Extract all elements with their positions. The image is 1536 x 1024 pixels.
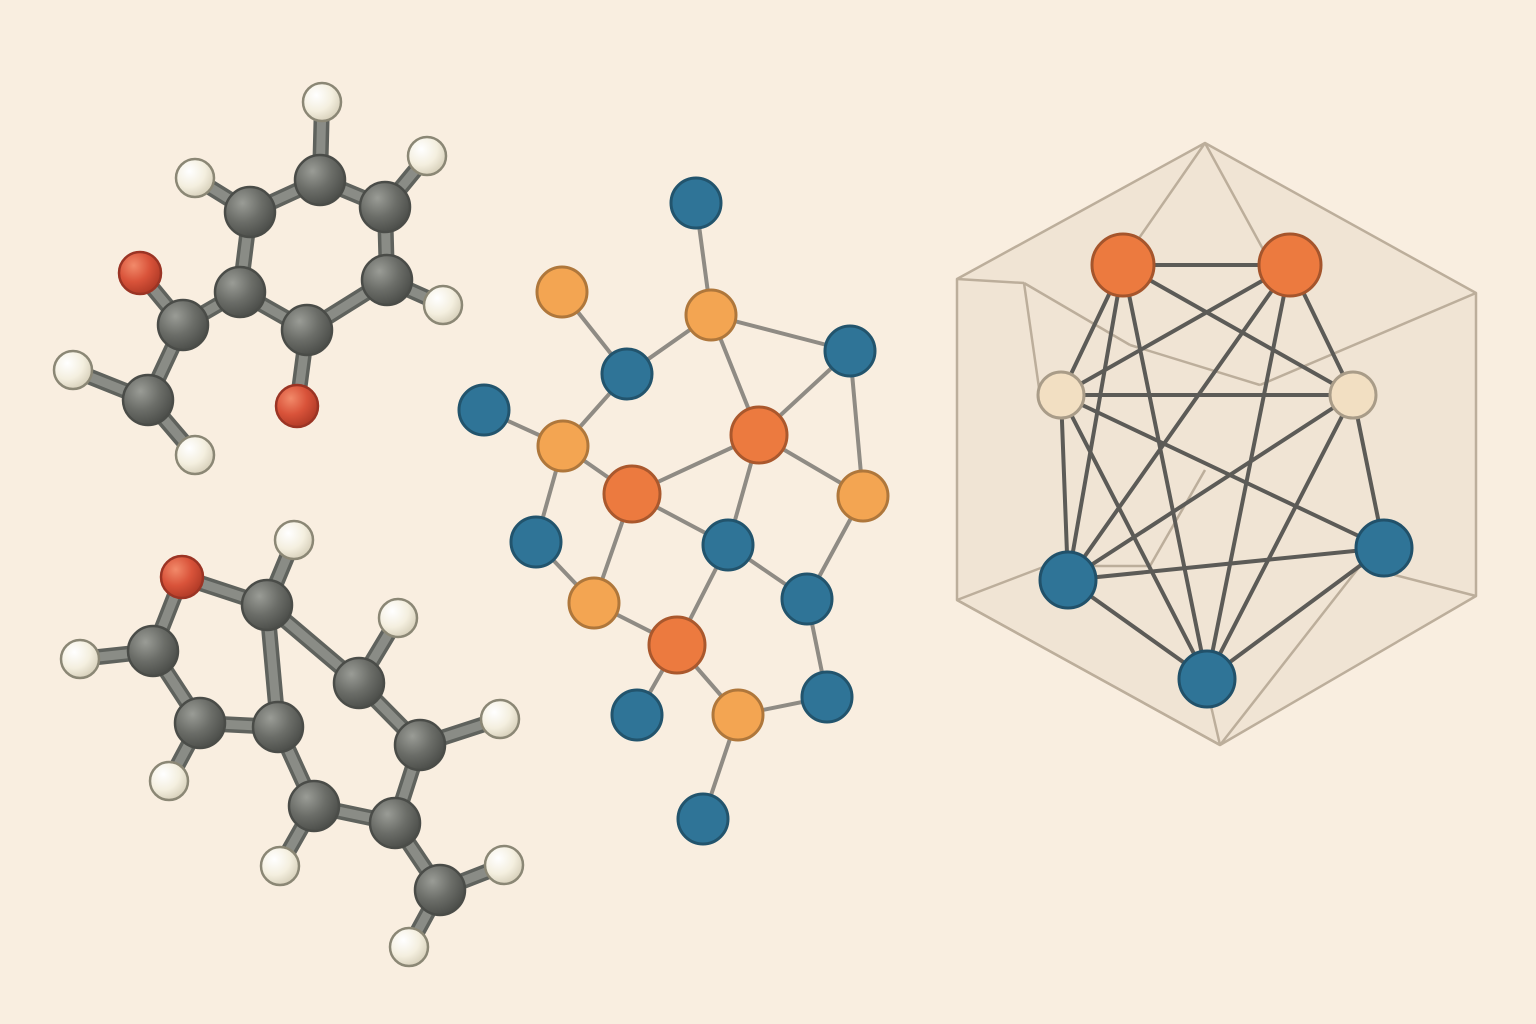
molecules-left [52, 81, 525, 968]
atom-C [332, 656, 386, 710]
atom-H [148, 760, 190, 802]
atom-H [174, 157, 216, 199]
polyhedron-link [1066, 546, 1386, 582]
atom-O [274, 383, 320, 429]
network-node-blue [610, 688, 664, 742]
polyhedron-link [1059, 393, 1386, 550]
atom-H [259, 845, 301, 887]
atom-C [280, 303, 334, 357]
molecule-bottom-left [59, 519, 525, 968]
polyhedron-inner-edge [956, 277, 1025, 285]
atom-H [406, 135, 448, 177]
network-node-orange [729, 405, 789, 465]
atom-H [388, 926, 430, 968]
network-node-light_orange [567, 576, 621, 630]
polyhedron-inner-edge [956, 598, 1221, 747]
atom-H [422, 284, 464, 326]
polyhedron-link [1066, 263, 1125, 582]
polyhedron-inner-edge [1022, 282, 1042, 396]
polyhedron-right [955, 141, 1478, 747]
atom-O [159, 554, 205, 600]
polyhedron-link [1205, 546, 1386, 681]
polyhedron-inner-edge [1129, 343, 1261, 387]
atom-C [368, 796, 422, 850]
atom-C [293, 153, 347, 207]
network-node-orange [647, 615, 707, 675]
polyhedron-link [1121, 263, 1209, 681]
polyhedron-link [1121, 263, 1355, 397]
polyhedron-link [1066, 263, 1292, 582]
polyhedron-link [1066, 393, 1355, 582]
atom-C [287, 779, 341, 833]
atom-H [301, 81, 343, 123]
atom-H [59, 638, 101, 680]
network-node-blue [509, 515, 563, 569]
atom-C [223, 185, 277, 239]
polyhedron-node-orange [1257, 232, 1323, 298]
network-node-blue [800, 670, 854, 724]
polyhedron-node-blue [1038, 550, 1098, 610]
polyhedron-inner-edge [1203, 142, 1272, 263]
network-node-light_orange [836, 469, 890, 523]
polyhedron-link [1205, 393, 1355, 681]
network-node-light_orange [684, 288, 738, 342]
network-center [457, 176, 890, 846]
atom-H [377, 597, 419, 639]
atom-H [52, 349, 94, 391]
atom-H [483, 844, 525, 886]
network-node-light_orange [535, 265, 589, 319]
atom-C [173, 696, 227, 750]
atom-O [117, 250, 163, 296]
polyhedron-inner-edge [1219, 565, 1361, 746]
network-node-light_orange [711, 688, 765, 742]
atom-C [121, 373, 175, 427]
network-node-orange [602, 464, 662, 524]
network-node-blue [457, 383, 511, 437]
polyhedron-node-blue [1177, 649, 1237, 709]
atom-C [358, 180, 412, 234]
atom-C [393, 718, 447, 772]
polyhedron-link [1059, 263, 1292, 397]
polyhedron-inner-edge [1148, 469, 1207, 567]
molecule-top-left [52, 81, 464, 476]
network-node-light_orange [536, 419, 590, 473]
atom-C [251, 700, 305, 754]
polyhedron-inner-edge [956, 564, 1047, 602]
polyhedron-node-cream [1328, 370, 1378, 420]
atom-C [413, 863, 467, 917]
atom-C [360, 253, 414, 307]
polyhedron-inner-edge [1259, 291, 1477, 387]
atom-C [126, 624, 180, 678]
polyhedron-node-cream [1036, 370, 1086, 420]
atom-H [174, 434, 216, 476]
network-node-blue [600, 347, 654, 401]
polyhedron-link [1205, 263, 1292, 681]
atom-C [240, 578, 294, 632]
network-node-blue [676, 792, 730, 846]
network-node-blue [823, 324, 877, 378]
atom-H [479, 698, 521, 740]
network-node-blue [701, 518, 755, 572]
network-node-blue [780, 572, 834, 626]
polyhedron-node-orange [1090, 232, 1156, 298]
atom-C [156, 298, 210, 352]
atom-C [213, 265, 267, 319]
network-node-blue [669, 176, 723, 230]
polyhedron-node-blue [1354, 518, 1414, 578]
polyhedron-link [1059, 393, 1070, 582]
atom-H [273, 519, 315, 561]
